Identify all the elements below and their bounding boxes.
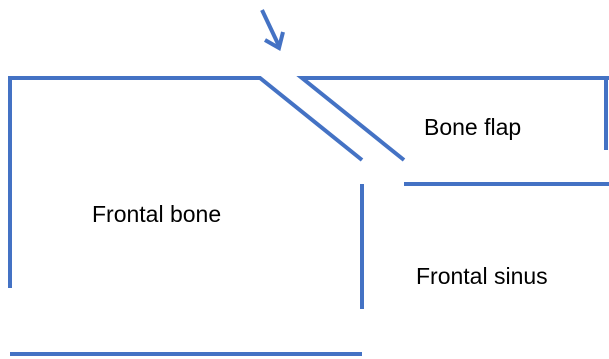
- frontal-bone-outline: [10, 78, 362, 288]
- frontal-sinus-label: Frontal sinus: [416, 265, 548, 288]
- bone-flap-label: Bone flap: [424, 116, 521, 139]
- frontal-bone-label: Frontal bone: [92, 203, 221, 226]
- arrow-down-right-icon: [262, 10, 283, 48]
